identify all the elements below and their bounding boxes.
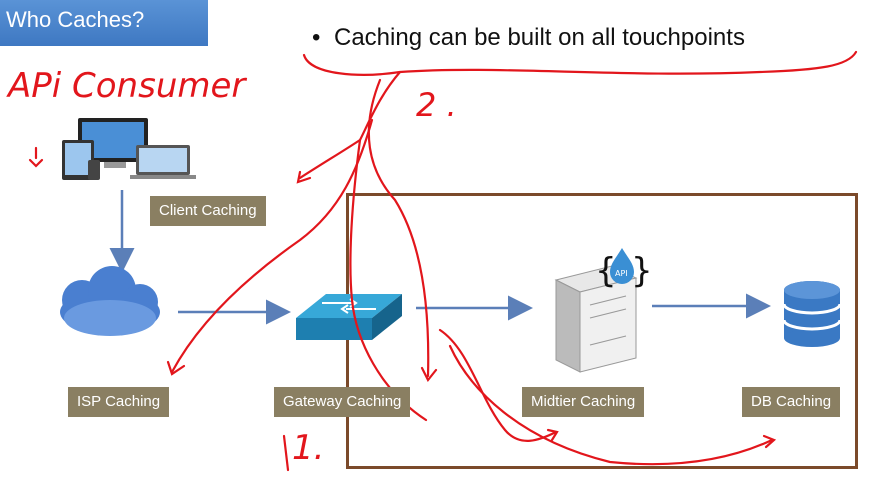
label-client-caching: Client Caching bbox=[150, 196, 266, 226]
bullet-point: • Caching can be built on all touchpoints bbox=[312, 24, 745, 52]
label-midtier-caching: Midtier Caching bbox=[522, 387, 645, 417]
api-badge-text: API bbox=[615, 269, 628, 278]
bullet-icon: • bbox=[312, 24, 321, 51]
label-db-caching: DB Caching bbox=[742, 387, 841, 417]
annotation-api-consumer: APi Consumer bbox=[8, 66, 246, 106]
annotation-number-1: 1. bbox=[292, 428, 325, 468]
bullet-text: Caching can be built on all touchpoints bbox=[334, 24, 745, 51]
devices-icon bbox=[62, 118, 196, 180]
svg-text:}: } bbox=[631, 251, 653, 291]
switch-icon bbox=[296, 294, 402, 340]
ink-annotations bbox=[28, 50, 858, 472]
slide-title: Who Caches? bbox=[0, 0, 208, 46]
api-badge-icon: { } bbox=[595, 248, 653, 291]
svg-text:{: { bbox=[595, 251, 617, 291]
annotation-number-2: 2 . bbox=[416, 86, 457, 124]
label-gateway-caching: Gateway Caching bbox=[274, 387, 411, 417]
cloud-icon bbox=[60, 266, 160, 336]
database-icon bbox=[782, 281, 842, 347]
label-isp-caching: ISP Caching bbox=[68, 387, 170, 417]
